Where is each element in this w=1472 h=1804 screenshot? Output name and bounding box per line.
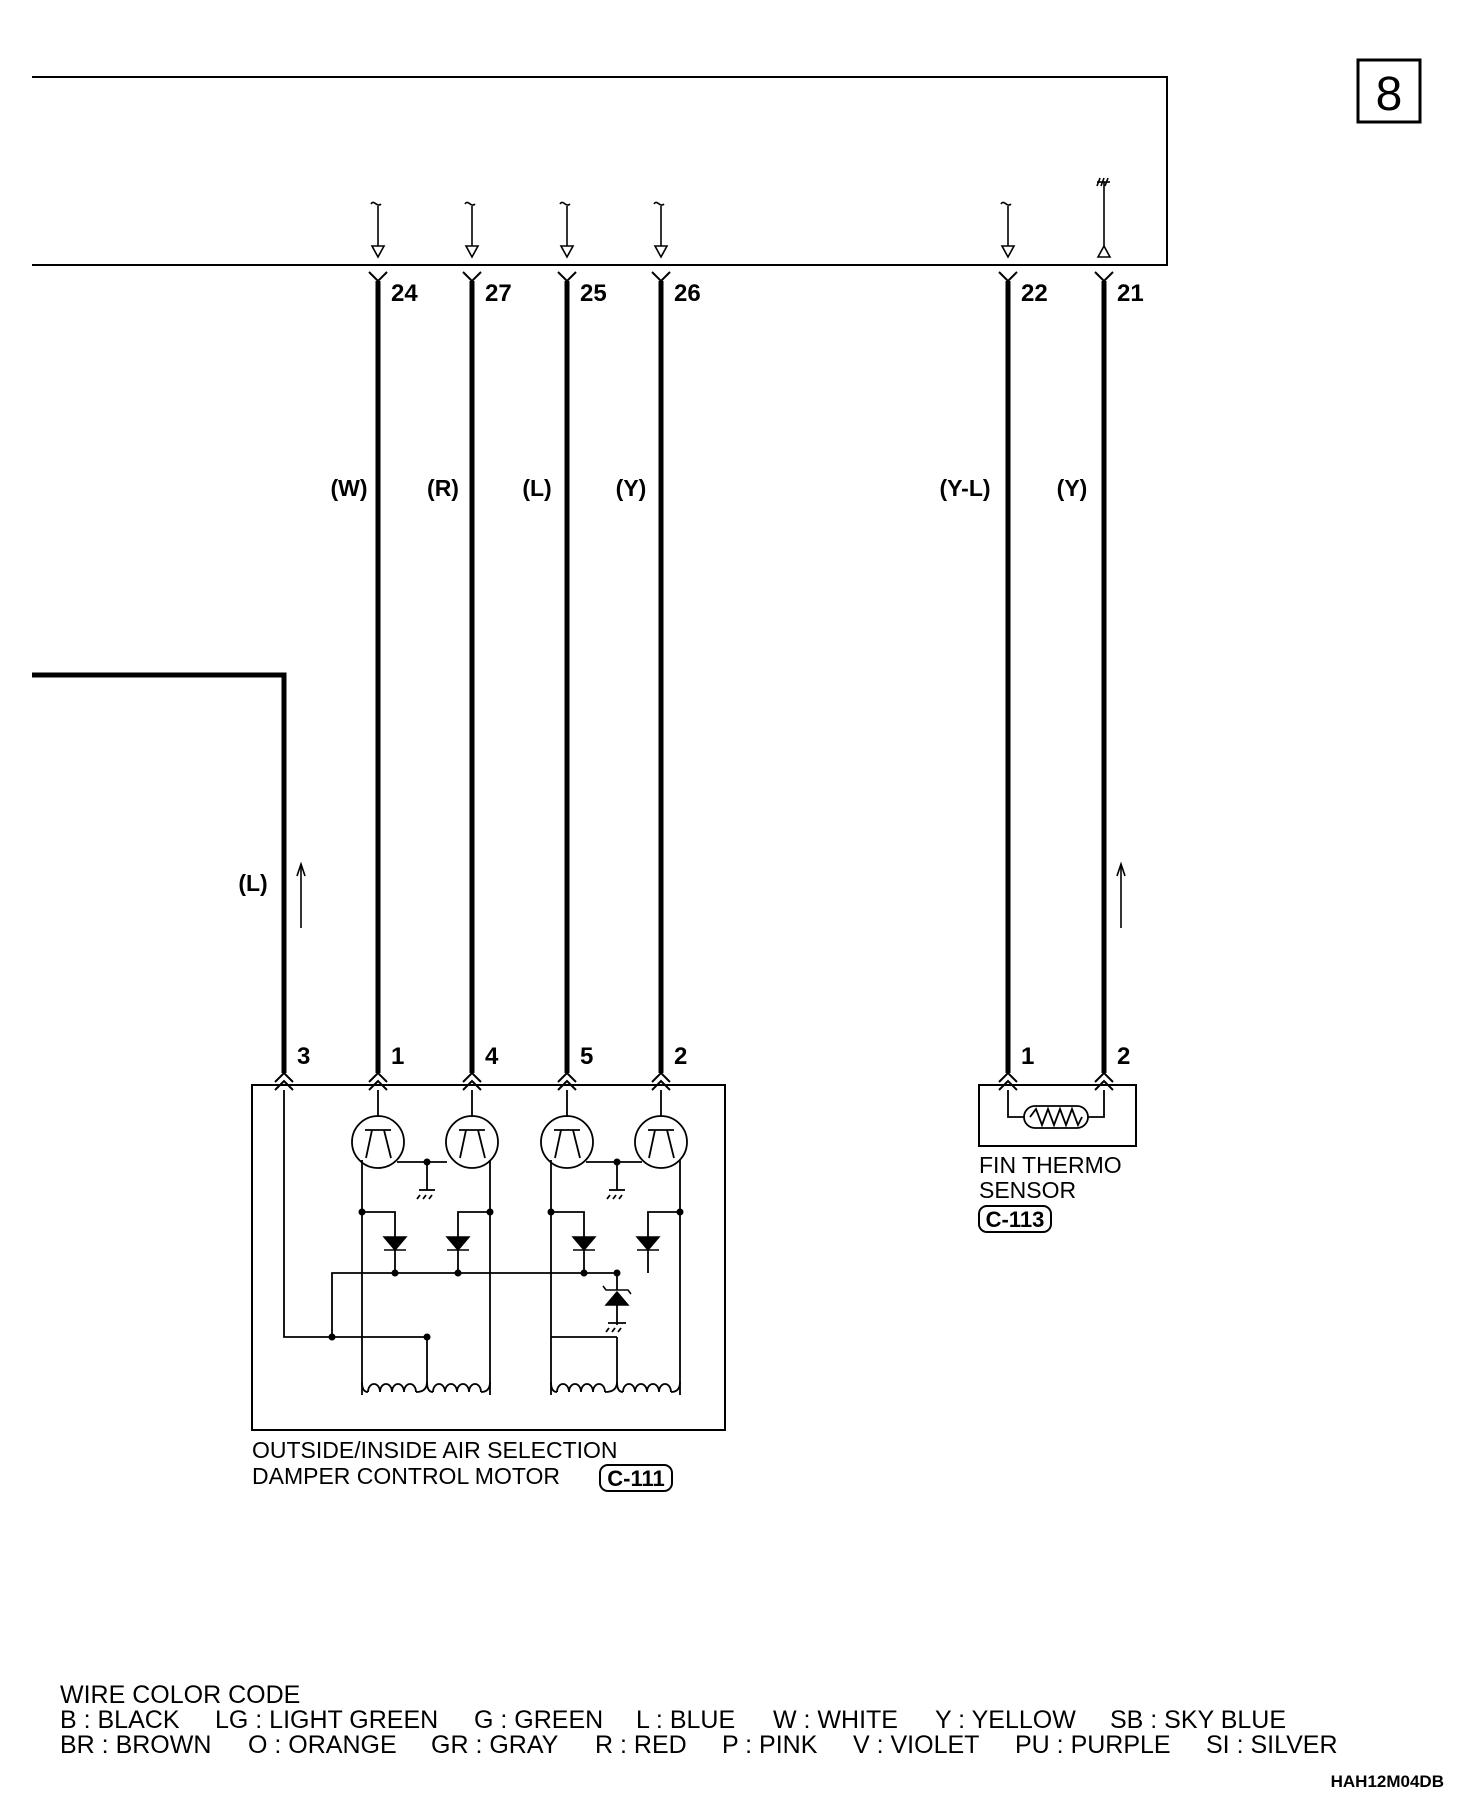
motor-pin-3: 3 bbox=[297, 1043, 310, 1070]
wires bbox=[32, 281, 1107, 1073]
legend-item-violet: V : VIOLET bbox=[853, 1731, 979, 1759]
figure-code: HAH12M04DB bbox=[1331, 1772, 1444, 1791]
legend-item-brown: BR : BROWN bbox=[60, 1731, 211, 1759]
ecu-internal-terminals bbox=[370, 177, 1112, 259]
sensor-pin-1: 1 bbox=[1021, 1043, 1034, 1070]
motor-label: OUTSIDE/INSIDE AIR SELECTION DAMPER CONT… bbox=[252, 1437, 673, 1492]
wire-color-22: (Y-L) bbox=[939, 475, 990, 501]
wire-color-21: (Y) bbox=[1057, 475, 1088, 501]
ecu-pin-27: 27 bbox=[485, 280, 512, 307]
legend-item-black: B : BLACK bbox=[60, 1706, 180, 1734]
legend-item-purple: PU : PURPLE bbox=[1015, 1731, 1171, 1759]
legend-item-orange: O : ORANGE bbox=[248, 1731, 397, 1759]
motor-connector-id: C-111 bbox=[607, 1466, 665, 1491]
page-number-box: 8 bbox=[1356, 58, 1422, 124]
ecu-pin-25: 25 bbox=[580, 280, 607, 307]
ecu-pin-labels: 24 27 25 26 22 21 bbox=[391, 280, 1144, 307]
motor-pin-5: 5 bbox=[580, 1043, 593, 1070]
legend-item-silver: SI : SILVER bbox=[1206, 1731, 1338, 1759]
wire-color-labels: (W) (R) (L) (Y) (Y-L) (Y) (L) bbox=[238, 475, 1087, 896]
legend-item-red: R : RED bbox=[595, 1731, 687, 1759]
legend-item-white: W : WHITE bbox=[773, 1706, 898, 1734]
motor-name-line2: DAMPER CONTROL MOTOR bbox=[252, 1463, 560, 1489]
ecu-pin-21: 21 bbox=[1117, 280, 1144, 307]
wire-color-25: (L) bbox=[522, 475, 551, 501]
sensor-name-line2: SENSOR bbox=[979, 1177, 1076, 1203]
motor-pin-4: 4 bbox=[485, 1043, 499, 1070]
legend-item-pink: P : PINK bbox=[722, 1731, 818, 1759]
legend-item-gray: GR : GRAY bbox=[431, 1731, 559, 1759]
wire-color-24: (W) bbox=[330, 475, 367, 501]
wire-color-26: (Y) bbox=[616, 475, 647, 501]
fin-thermo-sensor bbox=[978, 1071, 1137, 1147]
legend-item-yellow: Y : YELLOW bbox=[935, 1706, 1076, 1734]
wire-feed bbox=[32, 672, 287, 1073]
ecu-pin-26: 26 bbox=[674, 280, 701, 307]
legend-title: WIRE COLOR CODE bbox=[60, 1681, 300, 1709]
legend-item-light-green: LG : LIGHT GREEN bbox=[215, 1706, 438, 1734]
ecu-box bbox=[32, 76, 1168, 266]
sensor-connector-id: C-113 bbox=[986, 1207, 1045, 1232]
sensor-pin-labels: 1 2 bbox=[1021, 1043, 1130, 1070]
sensor-name-line1: FIN THERMO bbox=[979, 1152, 1122, 1178]
motor-pin-labels: 3 1 4 5 2 bbox=[297, 1043, 687, 1070]
motor-connector-marks bbox=[274, 1071, 671, 1091]
sensor-pin-2: 2 bbox=[1117, 1043, 1130, 1070]
ecu-pin-22: 22 bbox=[1021, 280, 1048, 307]
sensor-label: FIN THERMO SENSOR C-113 bbox=[978, 1152, 1122, 1233]
motor-pin-2: 2 bbox=[674, 1043, 687, 1070]
wire-color-legend: WIRE COLOR CODE B : BLACK LG : LIGHT GRE… bbox=[60, 1681, 1338, 1759]
legend-item-green: G : GREEN bbox=[474, 1706, 603, 1734]
page-number: 8 bbox=[1376, 68, 1403, 121]
legend-item-sky-blue: SB : SKY BLUE bbox=[1110, 1706, 1286, 1734]
ecu-connector-marks bbox=[368, 271, 1114, 283]
wire-color-27: (R) bbox=[427, 475, 459, 501]
motor-name-line1: OUTSIDE/INSIDE AIR SELECTION bbox=[252, 1437, 618, 1463]
motor-pin-1: 1 bbox=[391, 1043, 404, 1070]
wire-color-feed: (L) bbox=[238, 870, 267, 896]
ecu-pin-24: 24 bbox=[391, 280, 418, 307]
damper-motor bbox=[251, 1084, 726, 1431]
current-arrows bbox=[296, 861, 1126, 928]
legend-item-blue: L : BLUE bbox=[636, 1706, 735, 1734]
